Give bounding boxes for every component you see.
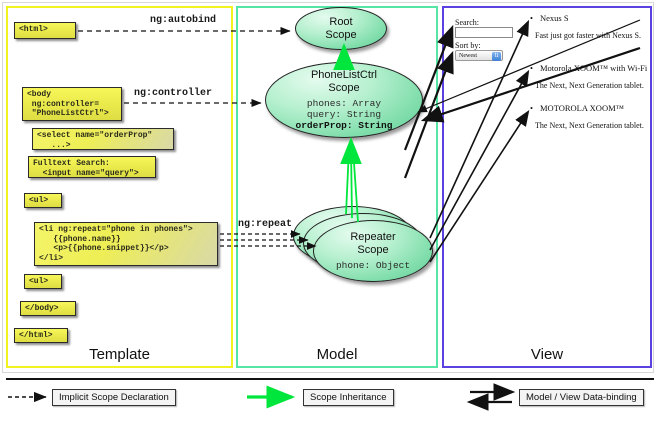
scope-phonelistctrl-title-1: PhoneListCtrl [310,69,378,81]
scope-repeater: Repeater Scope phone: Object [313,220,433,282]
scope-prop-query: query: String [306,109,382,120]
code-box-ul-open: <ul> [24,193,62,208]
code-box-body-close: </body> [20,301,76,316]
search-input[interactable] [455,27,513,38]
list-item-name: Motorola XOOM™ with Wi-Fi [540,63,648,73]
code-box-body-open: <body ng:controller= "PhoneListCtrl"> [22,87,122,121]
code-box-li-repeat: <li ng:repeat="phone in phones"> {{phone… [34,222,218,266]
panel-template-label: Template [89,346,150,363]
panel-model: Model [236,6,438,368]
scope-phonelistctrl: PhoneListCtrl Scope phones: Array query:… [265,62,423,138]
chevron-updown-icon: ⇅ [492,52,501,61]
bullet-icon: • [530,103,533,113]
bullet-icon: • [530,13,533,23]
legend-item-implicit-scope-declaration: Implicit Scope Declaration [52,389,176,406]
code-box-html-close: </html> [14,328,68,343]
list-item[interactable]: • Nexus S [530,13,569,23]
legend-item-scope-inheritance: Scope Inheritance [303,389,394,406]
sort-by-select[interactable]: Newest ⇅ [455,50,503,61]
scope-repeater-title-2: Scope [357,244,389,256]
list-item[interactable]: • Motorola XOOM™ with Wi-Fi [530,63,648,73]
connector-label-ng-controller: ng:controller [134,88,213,99]
list-item-name: Nexus S [540,13,569,23]
panel-view-label: View [530,346,564,363]
scope-prop-phone: phone: Object [335,260,411,271]
scope-phonelistctrl-props: phones: Array query: String orderProp: S… [296,98,393,131]
scope-repeater-props: phone: Object [336,260,410,271]
list-item-snippet: Fast just got faster with Nexus S. [535,31,641,40]
code-box-html-open: <html> [14,22,76,39]
scope-root-title-2: Scope [325,28,357,41]
sort-by-selected-value: Newest [459,52,477,59]
scope-root: Root Scope [295,7,387,50]
list-item[interactable]: • MOTOROLA XOOM™ [530,103,624,113]
code-box-fulltext-search: Fulltext Search: <input name="query"> [28,156,156,178]
bullet-icon: • [530,63,533,73]
list-item-snippet: The Next, Next Generation tablet. [535,121,644,130]
connector-label-ng-repeat: ng:repeat [238,219,293,230]
scope-repeater-title-1: Repeater [350,231,396,243]
view-search-label: Search: [455,18,479,27]
scope-prop-orderprop: orderProp: String [295,120,393,131]
view-sort-label: Sort by: [455,41,481,50]
connector-label-ng-autobind: ng:autobind [150,15,217,26]
list-item-snippet: The Next, Next Generation tablet. [535,81,644,90]
panel-model-label: Model [316,346,358,363]
scope-phonelistctrl-title-2: Scope [328,82,360,94]
code-box-ul-close: <ul> [24,274,62,289]
scope-root-title-1: Root [329,15,353,28]
legend-divider [6,378,654,380]
legend-item-model-view-data-binding: Model / View Data-binding [519,389,644,406]
scope-prop-phones: phones: Array [306,98,382,109]
list-item-name: MOTOROLA XOOM™ [540,103,624,113]
code-box-select: <select name="orderProp" ...> [32,128,174,150]
